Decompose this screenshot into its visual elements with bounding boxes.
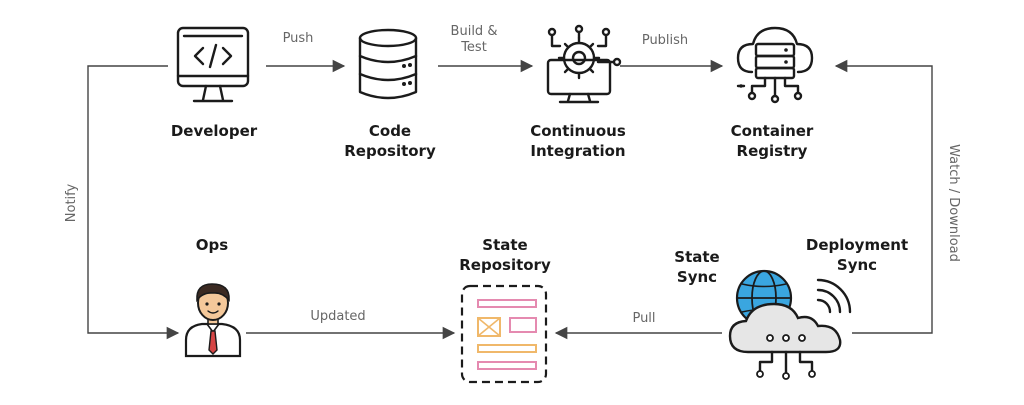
node-deployment-sync: State Sync Deployment Sync [674,236,908,380]
edge-push: Push [266,31,346,73]
node-continuous-integration: Continuous Integration [530,24,626,160]
node-code-repository: Code Repository [344,28,436,160]
node-label-ops: Ops [196,236,228,254]
edge-watch-download: Watch / Download [834,59,961,334]
edge-build-test: Build & Test [438,24,534,73]
cloud-server-icon [736,26,814,104]
edge-label-watch-download: Watch / Download [946,144,961,262]
edge-label-push: Push [283,31,314,46]
edge-pull: Pull [554,311,722,340]
monitor-code-icon [176,26,250,103]
node-ops: Ops [184,236,242,358]
edge-publish: Publish [620,33,724,73]
gear-circuit-monitor-icon [546,24,622,104]
node-label-container-registry-line2: Registry [737,142,808,160]
node-state-repository: State Repository [459,236,551,384]
edge-label-updated: Updated [310,309,365,324]
node-label-state-repository-line2: Repository [459,256,551,274]
database-icon [358,28,418,100]
node-label-developer: Developer [171,122,258,140]
person-avatar-icon [184,283,242,358]
node-label-deployment-sync-line2: Sync [837,256,877,274]
edge-label-build-test-line1: Build & [451,24,498,39]
node-container-registry: Container Registry [731,26,814,160]
globe-cloud-sync-icon [728,269,852,380]
document-layout-icon [460,284,548,384]
node-label-continuous-integration-line1: Continuous [530,122,626,140]
node-label-code-repository-line2: Repository [344,142,436,160]
node-label-deployment-sync-line1: Deployment [806,236,908,254]
node-label-state-repository-line1: State [482,236,527,254]
node-label-continuous-integration-line2: Integration [530,142,625,160]
node-label-state-sync-line2: Sync [677,268,717,286]
node-developer: Developer [171,26,258,140]
edge-label-build-test-line2: Test [460,40,487,55]
edge-label-notify: Notify [64,183,79,222]
edge-label-publish: Publish [642,33,688,48]
node-label-state-sync-line1: State [674,248,719,266]
node-label-container-registry-line1: Container [731,122,814,140]
edge-updated: Updated [246,309,456,340]
node-label-code-repository-line1: Code [369,122,411,140]
edge-label-pull: Pull [632,311,655,326]
edge-notify: Notify [64,65,180,340]
